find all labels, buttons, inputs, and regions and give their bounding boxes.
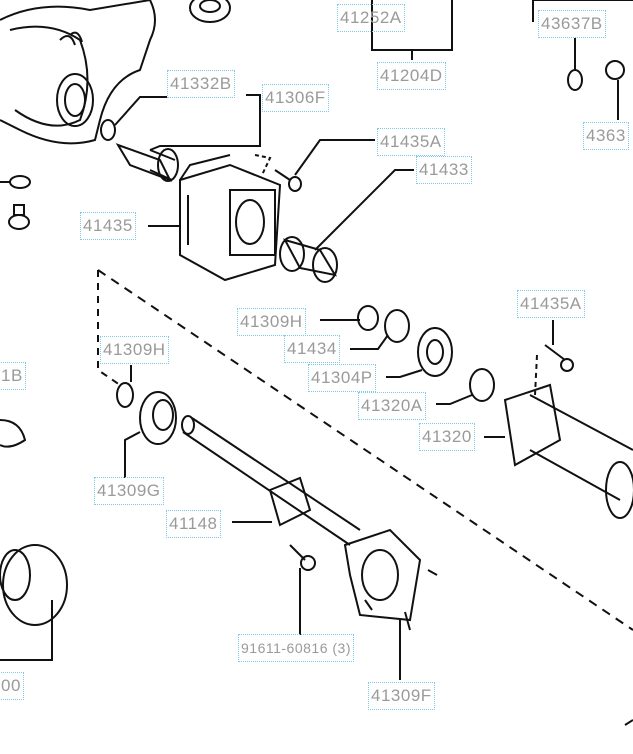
bearing-retainer-housing	[179, 154, 282, 282]
axle-shaft	[181, 415, 438, 631]
leader-line	[124, 431, 141, 478]
part-label-43637B[interactable]: 43637B	[538, 10, 606, 38]
axle-housing-tube	[503, 383, 633, 519]
oil-seal	[100, 119, 116, 141]
leader-bracket	[532, 0, 633, 22]
bolt	[274, 169, 302, 192]
nut	[605, 60, 625, 80]
shift-fork	[0, 419, 27, 448]
part-label-4363-truncated[interactable]: 4363	[583, 122, 629, 150]
differential-housing	[0, 0, 156, 145]
dashed-guide	[254, 154, 272, 176]
leader-line	[386, 369, 423, 378]
part-label-41306F[interactable]: 41306F	[262, 84, 329, 112]
hub-flange	[0, 544, 68, 626]
leader-line	[350, 334, 389, 350]
leader-line	[114, 96, 167, 126]
bolt	[8, 204, 30, 230]
part-label-41433[interactable]: 41433	[416, 156, 472, 184]
part-label-41435A-right[interactable]: 41435A	[517, 290, 585, 318]
snap-ring	[357, 305, 379, 331]
part-label-41320[interactable]: 41320	[419, 423, 475, 451]
part-label-41435[interactable]: 41435	[80, 212, 136, 240]
part-label-41309H[interactable]: 41309H	[237, 308, 306, 336]
part-label-41309H-left[interactable]: 41309H	[100, 336, 169, 364]
part-label-41148[interactable]: 41148	[166, 510, 221, 538]
part-label-00-truncated[interactable]: 00	[0, 672, 24, 700]
part-label-41204D[interactable]: 41204D	[377, 62, 446, 90]
part-label-41435A[interactable]: 41435A	[377, 128, 445, 156]
washer	[567, 69, 583, 91]
part-label-41309G[interactable]: 41309G	[94, 477, 164, 505]
part-label-1B-truncated[interactable]: 1B	[0, 362, 26, 390]
bolt	[289, 544, 316, 571]
part-label-41252A[interactable]: 41252A	[337, 4, 405, 32]
leader-line	[314, 169, 414, 251]
leader-line	[294, 139, 375, 176]
leader-line	[624, 719, 633, 726]
gear	[384, 309, 410, 343]
bolt	[544, 344, 574, 372]
leader-line	[149, 94, 261, 151]
part-label-41332B[interactable]: 41332B	[167, 70, 235, 98]
bearing	[417, 327, 453, 377]
dashed-guide	[97, 270, 121, 386]
washer	[9, 175, 31, 189]
pinion-shaft	[115, 143, 179, 182]
leader-line	[0, 600, 53, 661]
top-bearing	[189, 0, 231, 23]
o-ring	[469, 368, 495, 402]
part-label-41309F[interactable]: 41309F	[368, 682, 435, 710]
part-label-41320A[interactable]: 41320A	[358, 392, 426, 420]
bushing	[279, 236, 338, 283]
dashed-guide	[97, 269, 633, 631]
oil-seal	[116, 382, 134, 408]
dashed-guide	[534, 354, 538, 396]
part-label-91611-60816[interactable]: 91611-60816 (3)	[238, 634, 354, 662]
leader-line	[436, 394, 473, 405]
part-label-41304P[interactable]: 41304P	[308, 364, 376, 392]
axle-bearing	[139, 391, 177, 445]
part-label-41434[interactable]: 41434	[284, 335, 340, 363]
